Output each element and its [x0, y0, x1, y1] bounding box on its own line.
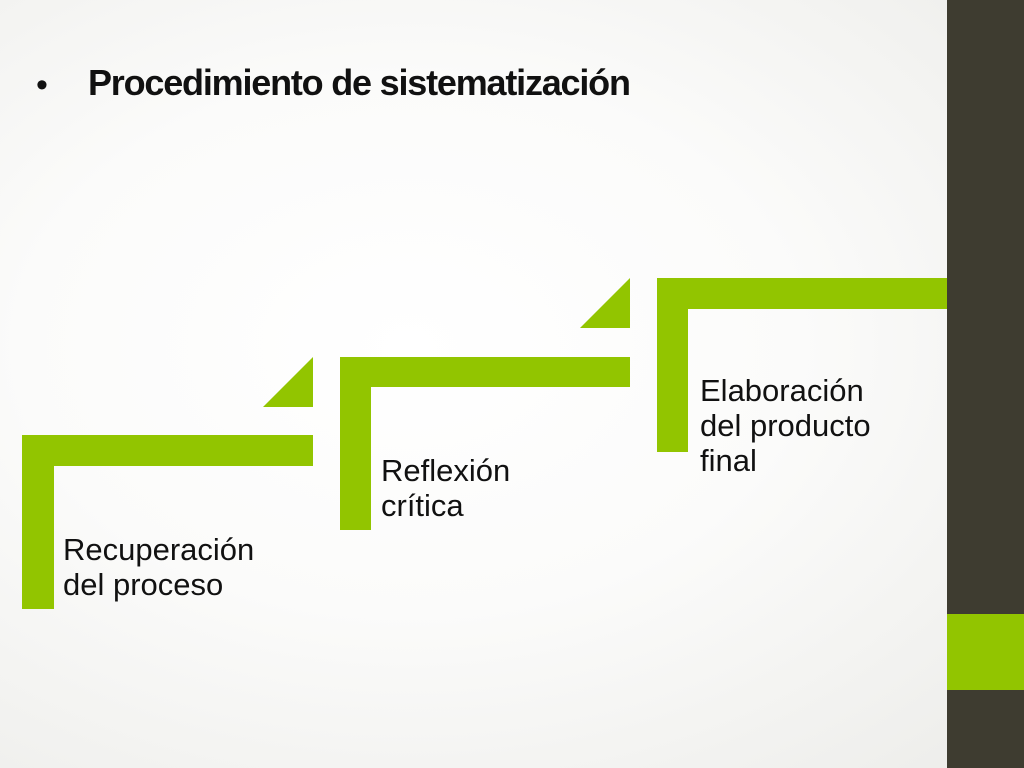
step-2-arrow-triangle	[580, 278, 630, 328]
step-1-shape	[22, 357, 313, 609]
bullet-icon: •	[36, 66, 48, 104]
step-2-corner-frame	[340, 357, 630, 530]
side-accent-block	[947, 614, 1024, 690]
step-2-shape	[340, 278, 630, 530]
step-3-corner-frame	[657, 278, 947, 452]
step-1-corner-frame	[22, 435, 313, 609]
step-3-label: Elaboración del producto final	[700, 373, 871, 478]
step-1-label: Recuperación del proceso	[63, 532, 255, 602]
step-2-label: Reflexión crítica	[381, 453, 511, 523]
slide-title: Procedimiento de sistematización	[88, 62, 631, 103]
process-stairs-diagram	[22, 278, 947, 609]
step-3-shape	[657, 278, 947, 452]
step-1-arrow-triangle	[263, 357, 313, 407]
